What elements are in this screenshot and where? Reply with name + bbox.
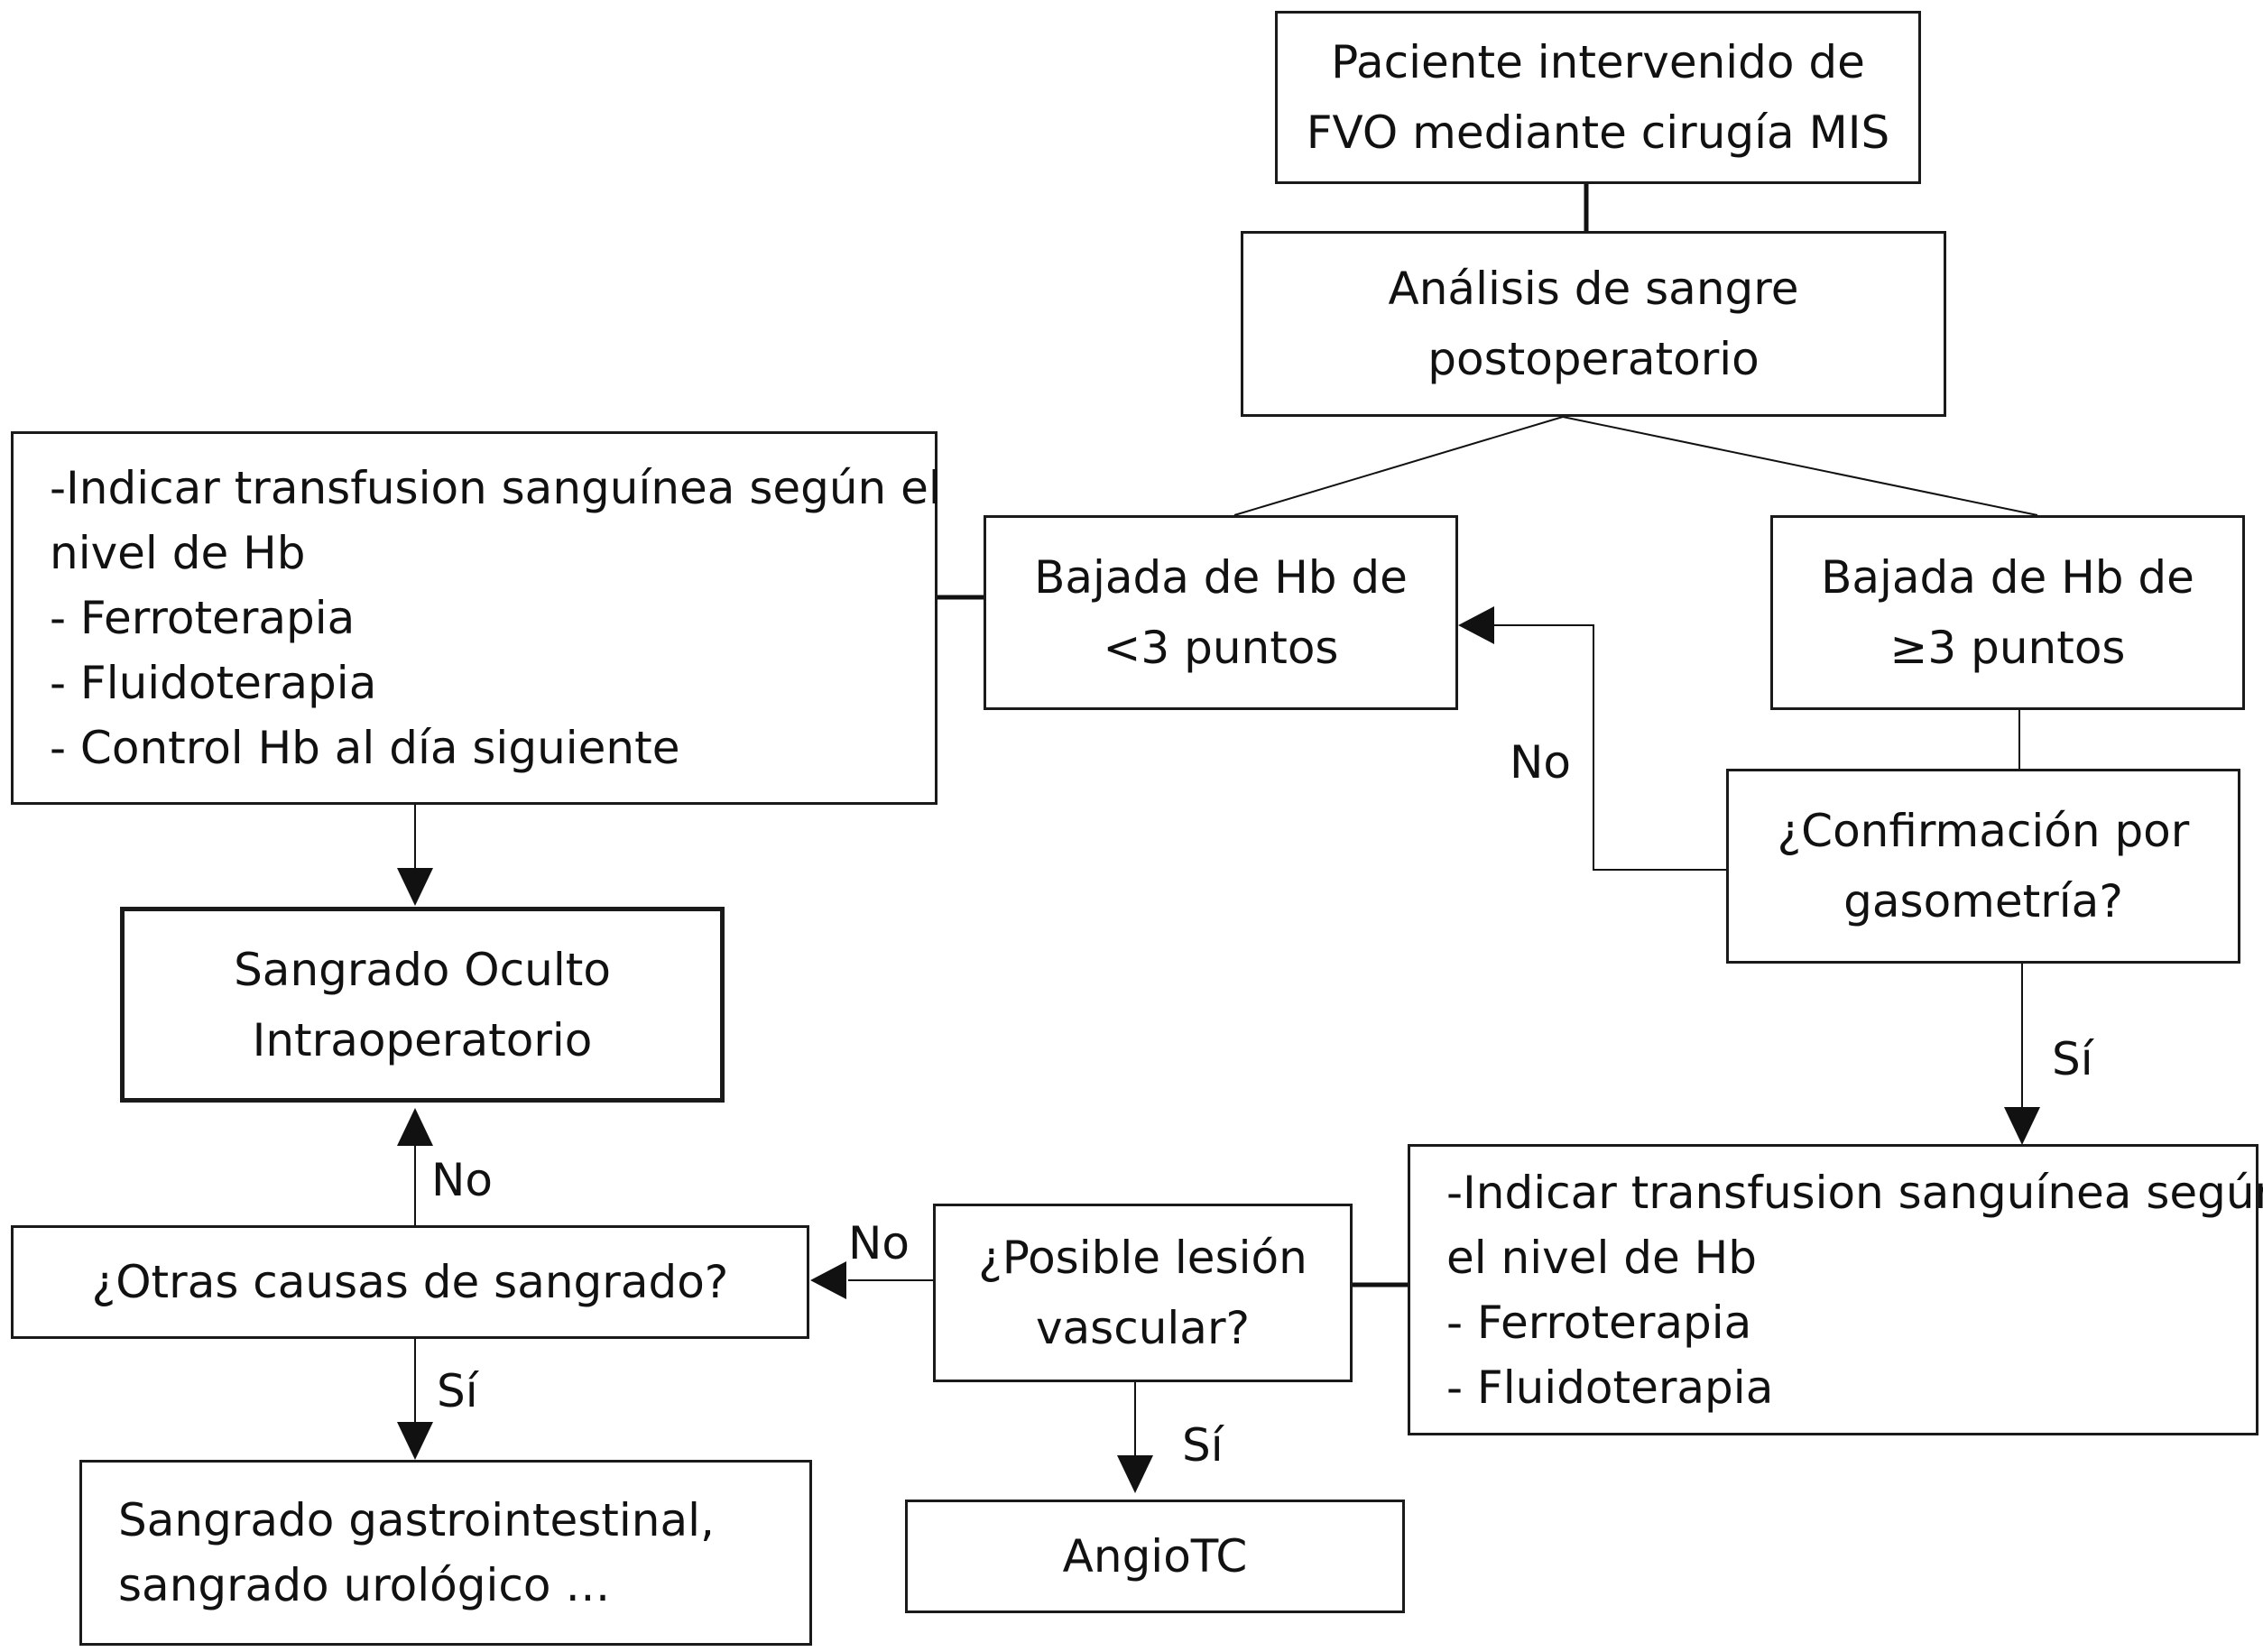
blood-test-line-1: Análisis de sangre — [1388, 263, 1799, 315]
hidden-bleeding-box: Sangrado Oculto Intraoperatorio — [120, 907, 725, 1103]
treatment-left-box: -Indicar transfusion sanguínea según el … — [11, 431, 941, 805]
treatment-right-line-1: -Indicar transfusion sanguínea según — [1446, 1166, 2263, 1219]
label-gasometry-yes: Sí — [2052, 1033, 2093, 1085]
angiotc-box: AngioTC — [905, 1500, 1405, 1613]
treatment-right-box: -Indicar transfusion sanguínea según el … — [1408, 1144, 2263, 1435]
arrowhead-hidden-bleeding — [397, 868, 433, 906]
hb-drop-high-box: Bajada de Hb de ≥3 puntos — [1770, 515, 2245, 710]
label-vascular-no: No — [848, 1217, 910, 1269]
vascular-question-line-1: ¿Posible lesión — [978, 1232, 1307, 1284]
arrowhead-hidden-up — [397, 1108, 433, 1146]
connector-analysis-low — [1233, 416, 1564, 516]
treatment-left-line-2: nivel de Hb — [50, 527, 306, 579]
other-bleeding-line-1: Sangrado gastrointestinal, — [118, 1494, 715, 1546]
treatment-left-line-3: - Ferroterapia — [50, 592, 356, 644]
arrowhead-low-drop — [1458, 606, 1494, 644]
gasometry-question-line-1: ¿Confirmación por — [1777, 805, 2190, 857]
arrowhead-treatment-right — [2004, 1107, 2040, 1145]
hb-drop-high-line-2: ≥3 puntos — [1889, 622, 2126, 674]
hb-drop-low-box: Bajada de Hb de <3 puntos — [984, 515, 1458, 710]
other-causes-question-line-1: ¿Otras causas de sangrado? — [91, 1256, 729, 1308]
blood-test-line-2: postoperatorio — [1427, 333, 1760, 385]
treatment-left-line-1: -Indicar transfusion sanguínea según el — [50, 462, 941, 514]
gasometry-question-box: ¿Confirmación por gasometría? — [1726, 769, 2240, 964]
patient-line-2: FVO mediante cirugía MIS — [1306, 106, 1890, 159]
treatment-left-line-4: - Fluidoterapia — [50, 657, 377, 709]
label-vascular-yes: Sí — [1182, 1419, 1224, 1472]
patient-line-1: Paciente intervenido de — [1331, 36, 1865, 88]
treatment-right-line-4: - Fluidoterapia — [1446, 1361, 1774, 1414]
blood-test-box: Análisis de sangre postoperatorio — [1241, 231, 1946, 417]
other-causes-question-box: ¿Otras causas de sangrado? — [11, 1225, 809, 1339]
arrowhead-other-causes — [810, 1261, 846, 1299]
arrowhead-angiotc — [1117, 1455, 1153, 1493]
other-bleeding-line-2: sangrado urológico … — [118, 1559, 611, 1611]
connector-gasometry-no — [1489, 624, 1726, 871]
patient-box: Paciente intervenido de FVO mediante cir… — [1275, 11, 1921, 184]
treatment-left-line-5: - Control Hb al día siguiente — [50, 722, 680, 774]
treatment-right-line-3: - Ferroterapia — [1446, 1296, 1752, 1349]
vascular-question-box: ¿Posible lesión vascular? — [933, 1204, 1353, 1382]
label-other-causes-yes: Sí — [437, 1365, 478, 1417]
treatment-right-line-2: el nivel de Hb — [1446, 1231, 1757, 1284]
arrowhead-other-bleeding — [397, 1422, 433, 1460]
label-gasometry-no: No — [1510, 736, 1571, 789]
gasometry-question-line-2: gasometría? — [1843, 875, 2123, 928]
vascular-question-line-2: vascular? — [1035, 1302, 1251, 1354]
angiotc-line-1: AngioTC — [1062, 1530, 1248, 1583]
hb-drop-high-line-1: Bajada de Hb de — [1821, 551, 2194, 604]
label-other-causes-no: No — [431, 1154, 493, 1206]
other-bleeding-box: Sangrado gastrointestinal, sangrado urol… — [79, 1460, 812, 1646]
hidden-bleeding-line-2: Intraoperatorio — [252, 1013, 593, 1066]
connector-analysis-high — [1562, 416, 2038, 516]
hidden-bleeding-line-1: Sangrado Oculto — [234, 943, 611, 996]
hb-drop-low-line-2: <3 puntos — [1103, 622, 1339, 674]
hb-drop-low-line-1: Bajada de Hb de — [1034, 551, 1408, 604]
